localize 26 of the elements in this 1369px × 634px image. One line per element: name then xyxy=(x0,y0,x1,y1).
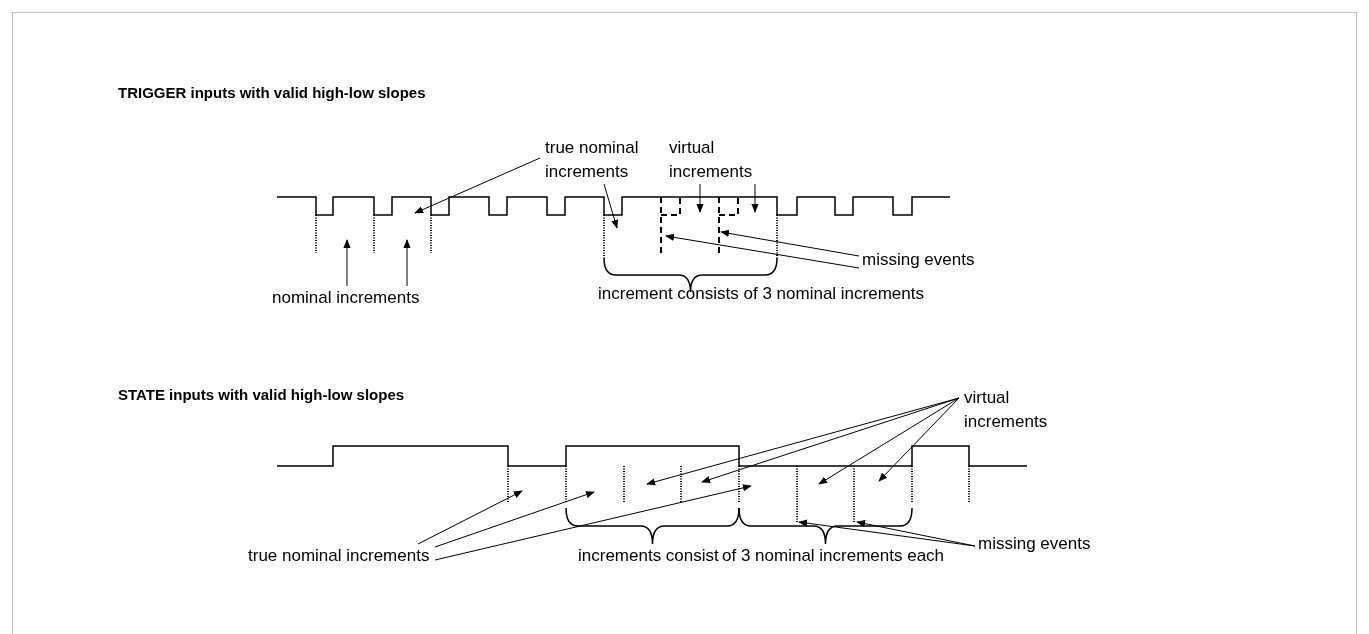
leader-arrow xyxy=(856,520,976,547)
leader-arrow xyxy=(434,484,752,561)
annotation-label: missing events xyxy=(862,248,992,272)
leader-arrow xyxy=(665,233,860,269)
leader-arrow xyxy=(878,397,960,482)
section-heading: STATE inputs with valid high-low slopes xyxy=(118,385,405,405)
annotation-label: missing events xyxy=(978,532,1108,556)
annotation-label: true nominal increments xyxy=(545,136,657,184)
leader-arrow xyxy=(696,183,704,213)
leader-arrow xyxy=(751,183,759,213)
leader-arrow xyxy=(720,229,860,257)
annotation-label: virtual increments xyxy=(964,386,1064,434)
section-heading: TRIGGER inputs with valid high-low slopes xyxy=(118,83,426,103)
annotation-label: true nominal increments xyxy=(248,544,434,568)
leader-arrow xyxy=(818,397,960,485)
annotation-text: increment consists of 3 nominal increments xyxy=(598,283,924,305)
annotation-text: of 3 nominal increments each xyxy=(722,545,945,567)
leader-arrow xyxy=(417,490,523,545)
annotation-label: nominal increments xyxy=(272,286,442,310)
leader-arrow xyxy=(343,239,351,287)
leader-arrow xyxy=(403,239,411,287)
annotation-text: increments consist xyxy=(578,545,719,567)
leader-arrow xyxy=(701,397,960,483)
annotation-label: virtual increments xyxy=(669,136,761,184)
leader-arrow xyxy=(414,157,541,214)
leader-arrow xyxy=(434,491,595,548)
